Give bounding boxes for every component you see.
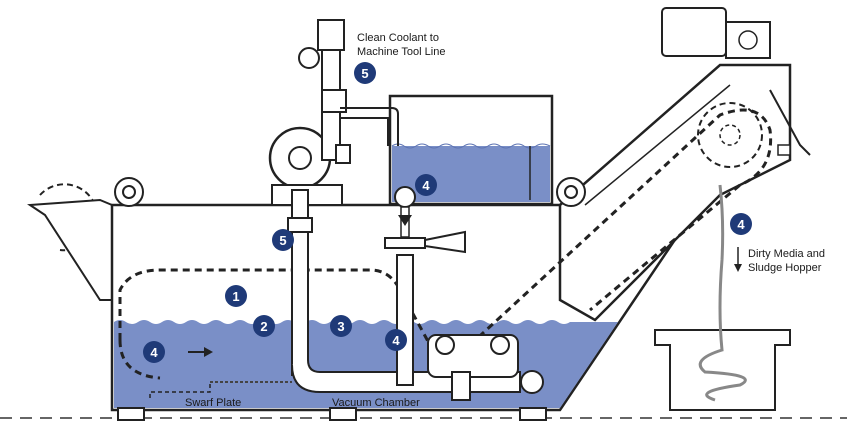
badge-2: 2 <box>253 315 275 337</box>
outlet-valve-actuator <box>335 144 351 164</box>
badge-4-upper-tank: 4 <box>415 174 437 196</box>
pump-eye <box>288 146 312 170</box>
bracket-latch <box>777 144 791 156</box>
head-sprocket <box>697 102 763 168</box>
lifting-eye-left-hole <box>122 185 136 199</box>
clean-coolant-label-line2: Machine Tool Line <box>357 46 445 58</box>
center-standpipe <box>396 254 414 386</box>
outlet-valve-body <box>321 89 347 113</box>
lifting-eye-right-hole <box>564 185 578 199</box>
center-standpipe-flange <box>384 237 426 249</box>
clean-tank-coolant <box>392 146 550 202</box>
gearbox-hub <box>738 30 758 50</box>
svg-text:5: 5 <box>361 66 368 81</box>
svg-text:4: 4 <box>422 178 430 193</box>
vacuum-valve-disc <box>451 371 471 401</box>
badge-4-hopper: 4 <box>730 213 752 235</box>
outlet-pipe-top-fitting <box>317 19 345 51</box>
sludge-hopper <box>654 329 791 411</box>
badge-1: 1 <box>225 285 247 307</box>
clean-coolant-label-line1: Clean Coolant to <box>357 32 439 44</box>
head-sprocket-inner <box>719 124 741 146</box>
flow-fan-blade <box>424 230 466 254</box>
badge-4-center: 4 <box>385 329 407 351</box>
svg-text:4: 4 <box>737 217 745 232</box>
chain-return-loop <box>118 339 161 380</box>
flow-arrow-head <box>204 347 213 357</box>
conveyor-bracket <box>769 89 811 156</box>
flow-down-arrow-center <box>398 215 412 226</box>
badge-3: 3 <box>330 315 352 337</box>
swarf-plate-bracket <box>149 382 211 398</box>
left-lid <box>27 198 113 301</box>
svg-text:5: 5 <box>279 233 286 248</box>
svg-text:3: 3 <box>337 319 344 334</box>
svg-text:2: 2 <box>260 319 267 334</box>
gearbox <box>725 21 771 59</box>
outlet-gauge <box>298 47 320 69</box>
tank-coolant <box>114 320 618 408</box>
float-ball <box>394 186 416 208</box>
suction-pipe-coupling <box>287 217 313 233</box>
badge-4-tank-left: 4 <box>143 341 165 363</box>
svg-text:1: 1 <box>232 289 239 304</box>
vacuum-chamber-label: Vacuum Chamber <box>332 397 420 409</box>
clean-tank-surface <box>391 143 551 149</box>
svg-text:4: 4 <box>150 345 158 360</box>
dirty-media-arrow-head <box>734 264 742 272</box>
tank-foot-mid <box>329 407 357 421</box>
vacuum-outlet-cap <box>520 370 544 394</box>
conveyor-chain-path <box>118 108 773 347</box>
vacuum-pump-port-right <box>490 335 510 355</box>
drive-motor <box>661 7 727 57</box>
conveyor-housing <box>558 63 792 322</box>
vacuum-pump-port-left <box>435 335 455 355</box>
dirty-media-label-line2: Sludge Hopper <box>748 262 822 274</box>
tank-foot-right <box>519 407 547 421</box>
dirty-media-label-line1: Dirty Media and <box>748 248 825 260</box>
conveyor-inner-line <box>584 84 731 206</box>
sludge-stream <box>698 184 747 402</box>
clean-tank-feed-pipe <box>340 107 399 146</box>
badge-5-pipe: 5 <box>272 229 294 251</box>
badge-5-top: 5 <box>354 62 376 84</box>
svg-text:4: 4 <box>392 333 400 348</box>
tank-foot-left <box>117 407 145 421</box>
clean-tank-feed-pipe-inner <box>340 117 389 146</box>
swarf-plate-label: Swarf Plate <box>185 397 241 409</box>
